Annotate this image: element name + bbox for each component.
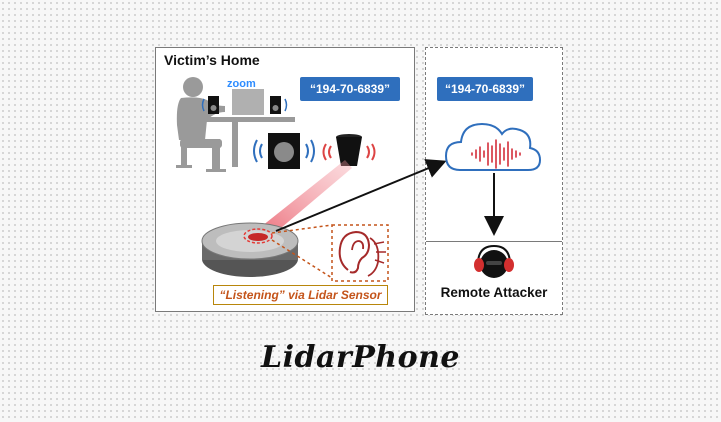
trash-can-icon	[322, 134, 376, 166]
cloud-icon	[444, 122, 542, 171]
desk-speaker-icon	[201, 96, 288, 114]
home-quote-bubble: “194-70-6839”	[300, 77, 400, 101]
remote-attacker-label: Remote Attacker	[440, 285, 548, 300]
lidar-caption: “Listening” via Lidar Sensor	[213, 285, 388, 305]
robot-vacuum-icon	[201, 222, 299, 277]
remote-quote-bubble: “194-70-6839”	[437, 77, 533, 101]
exfiltration-arrow	[275, 159, 447, 232]
main-title: LidarPhone	[261, 340, 460, 375]
hacker-headphones-icon	[474, 244, 514, 278]
remote-divider	[426, 241, 562, 242]
victims-home-title: Victim’s Home	[164, 52, 260, 68]
listening-ear-icon	[331, 224, 389, 282]
laser-beam	[252, 160, 352, 244]
speaker-icon	[253, 133, 315, 169]
zoom-logo: zoom	[227, 78, 256, 90]
person-at-desk-icon	[176, 77, 295, 172]
